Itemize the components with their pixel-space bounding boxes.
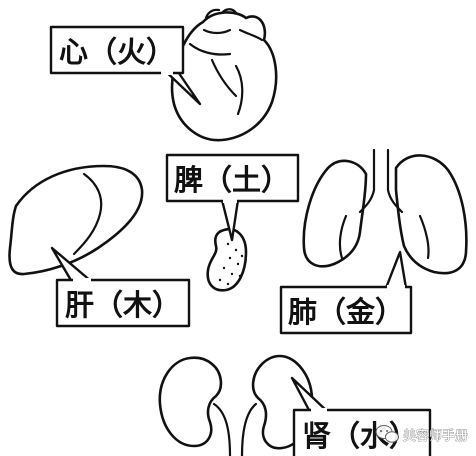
lung-illustration: [302, 148, 468, 275]
spleen-illustration: [206, 227, 248, 292]
liver-label: 肝（木）: [65, 288, 181, 322]
left-lung: [394, 154, 468, 275]
heart-illustration: [170, 8, 278, 142]
liver-callout: 肝（木）: [50, 246, 191, 328]
left-kidney: [158, 356, 223, 448]
lung-label: 肺（金）: [288, 295, 404, 329]
kidney-label: 肾（水）: [302, 419, 418, 453]
heart-callout: 心（火）: [49, 25, 202, 106]
liver-label-box: [55, 278, 191, 328]
watermark: 美容师手册: [375, 425, 468, 444]
spleen-body: [206, 227, 248, 292]
trachea: [358, 148, 404, 214]
liver-illustration: [8, 164, 144, 276]
heart-vessels: [188, 8, 264, 116]
heart-label: 心（火）: [59, 35, 175, 69]
heart-label-box: [49, 25, 185, 75]
wechat-icon: [375, 425, 399, 443]
kidney-illustration: [158, 354, 314, 456]
lung-callout-pointer: [384, 250, 408, 290]
liver-lobe-line: [72, 172, 103, 256]
right-lung: [302, 159, 368, 268]
watermark-text: 美容师手册: [403, 428, 468, 444]
spleen-callout: 脾（土）: [165, 153, 300, 242]
kidney-label-box: [292, 408, 432, 456]
liver-body: [8, 164, 144, 276]
lung-label-box: [279, 285, 413, 335]
ureters: [212, 402, 258, 456]
spleen-texture: [218, 242, 244, 286]
spleen-label: 脾（土）: [174, 163, 290, 197]
lung-inner-contour: [338, 214, 430, 260]
lung-callout: 肺（金）: [279, 250, 413, 335]
kidney-callout: 肾（水）: [290, 376, 432, 456]
